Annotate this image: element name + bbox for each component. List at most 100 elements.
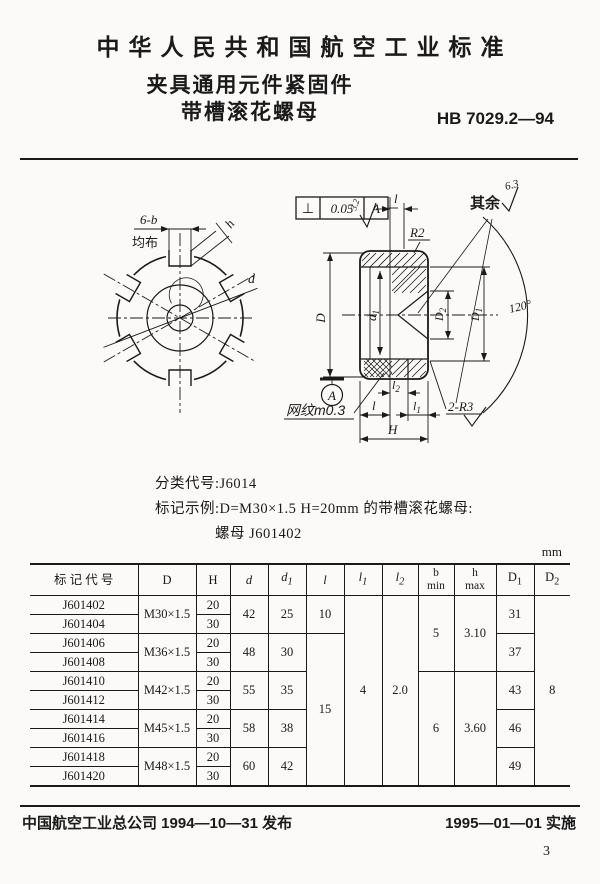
col-header-l: l (305, 563, 345, 596)
datum-A: A (320, 377, 344, 407)
table-row: J601418 M48×1.5 20 60 42 49 (30, 747, 570, 787)
dim-d-label: d (248, 272, 256, 287)
knurl-label: 网纹m0.3 (286, 402, 345, 418)
col-header-l2: l2 (381, 563, 419, 596)
dim-D: D (313, 252, 363, 378)
cell-H: 30 (195, 766, 231, 787)
cell-l1: 4 (343, 595, 383, 787)
r2-label: R2 (409, 225, 425, 240)
dim-H: H (359, 419, 428, 443)
table-row: J601404 30 (30, 614, 570, 634)
cell-D: M48×1.5 (137, 747, 197, 787)
angle-arc: 120° (463, 216, 533, 427)
table-row: J601408 30 (30, 652, 570, 672)
marking-example-line: 标记示例:D=M30×1.5 H=20mm 的带槽滚花螺母: (155, 501, 473, 517)
table-row: J601414 M45×1.5 20 58 38 46 (30, 709, 570, 748)
surface-roughness-rest: 其余 6.3 (417, 178, 521, 404)
dim-l-label: l (372, 398, 376, 413)
datum-A-label: A (327, 388, 336, 403)
section-hatching (361, 252, 427, 378)
dim-D1-label: D1 (468, 308, 484, 322)
cell-H: 30 (195, 690, 231, 710)
cell-code: J601416 (30, 728, 139, 748)
dim-l-top-label: l (394, 191, 398, 206)
tolerance-datum: A (371, 201, 380, 216)
col-header-D2: D2 (533, 563, 570, 596)
cell-D: M45×1.5 (137, 709, 197, 748)
r2-leader: R2 (408, 225, 430, 254)
angle-label: 120° (507, 297, 533, 316)
surface-roughness-top: 3.2 (348, 197, 377, 229)
dim-h-label: h (222, 216, 238, 230)
dim-D2-label: D2 (432, 307, 448, 322)
cell-b: 5 (417, 595, 455, 672)
dim-l: l (359, 381, 390, 419)
cell-code: J601418 (30, 747, 139, 767)
cell-H: 20 (195, 595, 231, 615)
cell-code: J601412 (30, 690, 139, 710)
cell-H: 20 (195, 633, 231, 653)
section-view (342, 197, 498, 431)
cell-d1: 25 (267, 595, 307, 634)
cell-code: J601408 (30, 652, 139, 672)
table-row: J601402 M30×1.5 20 42 25 10 4 2.0 5 3.10… (30, 595, 570, 787)
col-header-d: d (229, 563, 269, 596)
technical-drawing: d 6-b 均布 h (103, 178, 533, 443)
slot-note-label: 均布 (132, 235, 158, 250)
cell-d: 58 (229, 709, 269, 748)
cell-D1: 31 (495, 595, 535, 634)
cell-H: 30 (195, 652, 231, 672)
cell-d: 48 (229, 633, 269, 672)
col-header-l1: l1 (343, 563, 383, 596)
standard-number: HB 7029.2—94 (436, 109, 554, 128)
cell-l: 15 (305, 633, 345, 787)
cell-code: J601414 (30, 709, 139, 729)
cell-d1: 30 (267, 633, 307, 672)
cell-H: 30 (195, 614, 231, 634)
cell-D2: 8 (533, 595, 570, 787)
surface-roughness-rest-value: 6.3 (504, 178, 521, 193)
col-header-d1: d1 (267, 563, 307, 596)
table-row: J601406 M36×1.5 20 48 30 15 37 (30, 633, 570, 787)
surface-roughness-rest-label: 其余 (470, 194, 501, 212)
cell-d: 60 (229, 747, 269, 787)
cell-l: 10 (305, 595, 345, 634)
spec-text: 分类代号:J6014 标记示例:D=M30×1.5 H=20mm 的带槽滚花螺母… (155, 472, 473, 547)
surface-roughness-top-value: 3.2 (348, 197, 361, 212)
dim-H-label: H (387, 422, 398, 437)
col-header-D: D (137, 563, 197, 596)
table-row: J601410 M42×1.5 20 55 35 6 3.60 43 (30, 671, 570, 787)
col-header-code: 标 记 代 号 (30, 563, 139, 596)
table-row: J601420 30 (30, 766, 570, 787)
header-rule (20, 158, 578, 160)
cell-code: J601406 (30, 633, 139, 653)
knurl-hatching (363, 358, 393, 378)
standard-title: 中华人民共和国航空工业标准 (96, 34, 513, 60)
table-row: J601416 30 (30, 728, 570, 748)
cell-D1: 37 (495, 633, 535, 672)
page-number: 3 (543, 844, 550, 859)
part-title-line1: 夹具通用元件紧固件 (146, 74, 354, 97)
r3-leader: 2-R3 (429, 360, 482, 415)
cell-d1: 42 (267, 747, 307, 787)
cell-code: J601420 (30, 766, 139, 787)
tolerance-frame: ⊥ 0.05 A (295, 196, 398, 220)
cell-D1: 43 (495, 671, 535, 710)
col-header-H: H (195, 563, 231, 596)
r3-label: 2-R3 (448, 399, 474, 414)
publisher-and-issue-date: 中国航空工业总公司 1994—10—31 发布 (22, 815, 293, 832)
part-title: 夹具通用元件紧固件 带槽滚花螺母 (90, 72, 410, 126)
cell-b: 6 (417, 671, 455, 787)
cell-D: M36×1.5 (137, 633, 197, 672)
cell-h: 3.10 (453, 595, 497, 672)
cell-H: 20 (195, 747, 231, 767)
dim-l2: l2 (378, 378, 420, 421)
dim-l-top: l (376, 191, 418, 249)
cell-d1: 35 (267, 671, 307, 710)
cell-code: J601402 (30, 595, 139, 615)
cell-D: M42×1.5 (137, 671, 197, 710)
cell-l2: 2.0 (381, 595, 419, 787)
cell-H: 30 (195, 728, 231, 748)
